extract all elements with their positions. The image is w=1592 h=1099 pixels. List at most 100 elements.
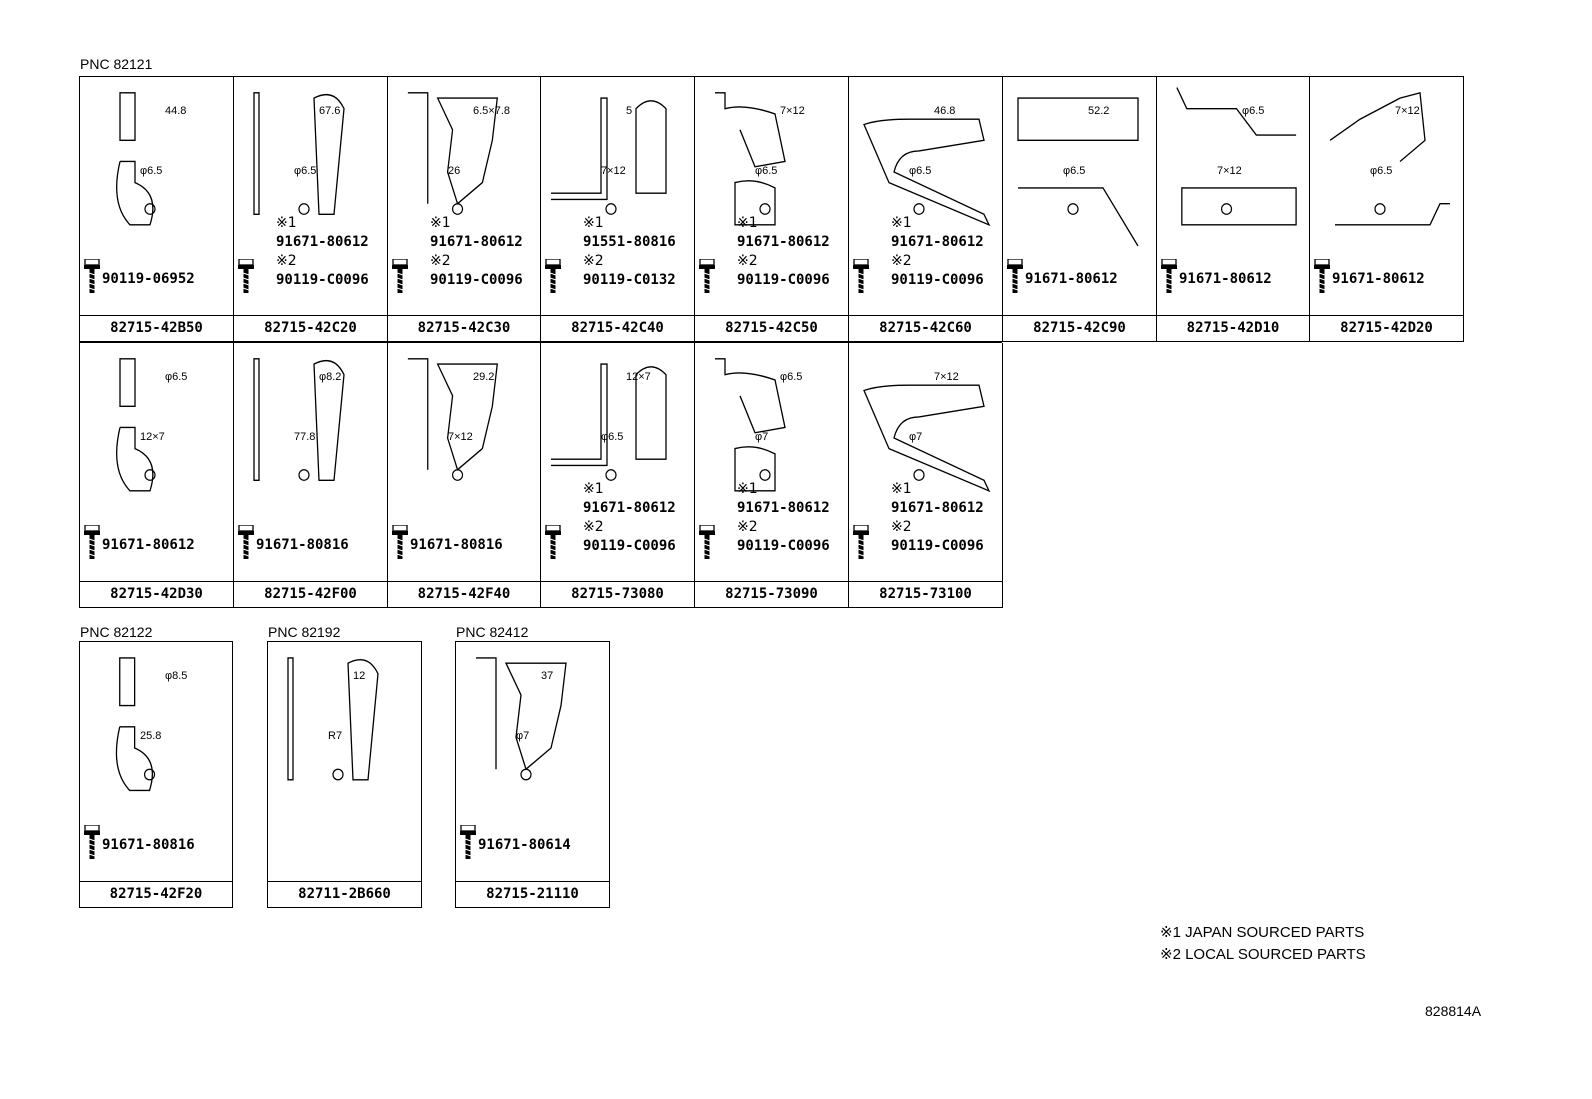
dimension-label: 52.2: [1088, 105, 1110, 117]
dimension-label: 5: [626, 105, 633, 117]
bracket-drawing: [287, 657, 379, 781]
legend: ※1 JAPAN SOURCED PARTS ※2 LOCAL SOURCED …: [1160, 922, 1366, 966]
bracket-outline: [407, 358, 499, 471]
pnc-label-82122: PNC 82122: [80, 624, 153, 640]
dimension-label: 46.8: [934, 105, 956, 117]
bracket-drawing: [863, 118, 991, 227]
bolt-part-number: 91671-80612: [1179, 271, 1272, 287]
part-number: 82715-42F00: [234, 581, 387, 607]
bolt-part-number: 91671-80612: [583, 500, 676, 516]
bolt-part-number: 90119-C0096: [430, 272, 523, 288]
source-mark: ※1: [891, 481, 912, 497]
bracket-drawing: [476, 657, 567, 781]
dimension-label: φ7: [909, 431, 923, 443]
bolt-icon: [392, 258, 408, 295]
mounting-hole: [1374, 203, 1386, 215]
part-number: 82715-42C40: [541, 315, 694, 341]
dimension-label: 77.8: [294, 431, 316, 443]
bolt-part-number: 91671-80612: [276, 234, 369, 250]
bracket-outline: [1329, 91, 1450, 226]
bolt-part-number: 90119-C0096: [737, 538, 830, 554]
mounting-hole: [520, 768, 532, 781]
bolt-part-number: 91671-80612: [102, 537, 195, 553]
part-number: 82715-73080: [541, 581, 694, 607]
drawing-code: 828814A: [1425, 1003, 1482, 1019]
dimension-label: φ6.5: [1242, 105, 1265, 117]
bracket-outline: [1017, 97, 1139, 247]
bracket-outline: [715, 358, 786, 492]
dimension-label: 7×12: [934, 371, 959, 383]
dimension-label: φ8.5: [165, 670, 188, 682]
mounting-hole: [1220, 203, 1233, 215]
mounting-hole: [913, 203, 925, 215]
dimension-label: 25.8: [140, 730, 162, 742]
source-mark: ※2: [737, 519, 758, 535]
dimension-label: 26: [448, 165, 461, 177]
bolt-part-number: 91671-80612: [891, 500, 984, 516]
mounting-hole: [759, 203, 771, 215]
bolt-part-number: 90119-C0096: [737, 272, 830, 288]
dimension-label: 67.6: [319, 105, 341, 117]
bolt-icon: [699, 524, 715, 561]
bracket-drawing: [407, 92, 499, 215]
dimension-label: 44.8: [165, 105, 187, 117]
mounting-hole: [144, 203, 156, 215]
bolt-icon: [1161, 258, 1177, 295]
bracket-outline: [863, 384, 991, 493]
source-mark: ※1: [737, 481, 758, 497]
part-number: 82715-42D20: [1310, 315, 1463, 341]
bracket-outline: [116, 358, 154, 492]
mounting-hole: [144, 469, 156, 481]
dimension-label: 12×7: [140, 431, 165, 443]
part-number: 82715-73090: [695, 581, 848, 607]
bolt-icon: [238, 258, 254, 295]
bracket-outline: [551, 363, 667, 467]
bolt-icon: [460, 824, 476, 861]
bracket-outline: [253, 92, 345, 215]
dimension-label: φ6.5: [294, 165, 317, 177]
bracket-drawing: [116, 358, 156, 492]
bracket-drawing: [253, 358, 345, 481]
bolt-icon: [853, 258, 869, 295]
part-number: 82715-73100: [849, 581, 1002, 607]
bracket-drawing: [407, 358, 499, 481]
dimension-label: φ6.5: [1063, 165, 1086, 177]
part-number: 82715-42B50: [80, 315, 233, 341]
part-number: 82715-42F20: [80, 881, 232, 907]
source-mark: ※2: [891, 253, 912, 269]
dimension-label: φ6.5: [165, 371, 188, 383]
mounting-hole: [451, 203, 464, 215]
part-number: 82715-42C50: [695, 315, 848, 341]
part-number: 82715-42C30: [388, 315, 540, 341]
mounting-hole: [759, 469, 771, 481]
part-number: 82711-2B660: [268, 881, 421, 907]
dimension-label: φ7: [516, 730, 530, 742]
bolt-part-number: 90119-C0096: [276, 272, 369, 288]
mounting-hole: [1067, 203, 1079, 215]
dimension-label: φ6.5: [1370, 165, 1393, 177]
source-mark: ※2: [276, 253, 297, 269]
dimension-label: φ6.5: [909, 165, 932, 177]
source-mark: ※1: [276, 215, 297, 231]
mounting-hole: [913, 469, 925, 481]
bolt-part-number: 90119-C0096: [583, 538, 676, 554]
dimension-label: φ7: [755, 431, 769, 443]
bolt-part-number: 91671-80816: [256, 537, 349, 553]
dimension-label: φ6.5: [755, 165, 778, 177]
bolt-icon: [84, 258, 100, 295]
bracket-outline: [253, 358, 345, 481]
source-mark: ※2: [583, 519, 604, 535]
bracket-outline: [863, 118, 991, 227]
dimension-label: 29.2: [473, 371, 495, 383]
